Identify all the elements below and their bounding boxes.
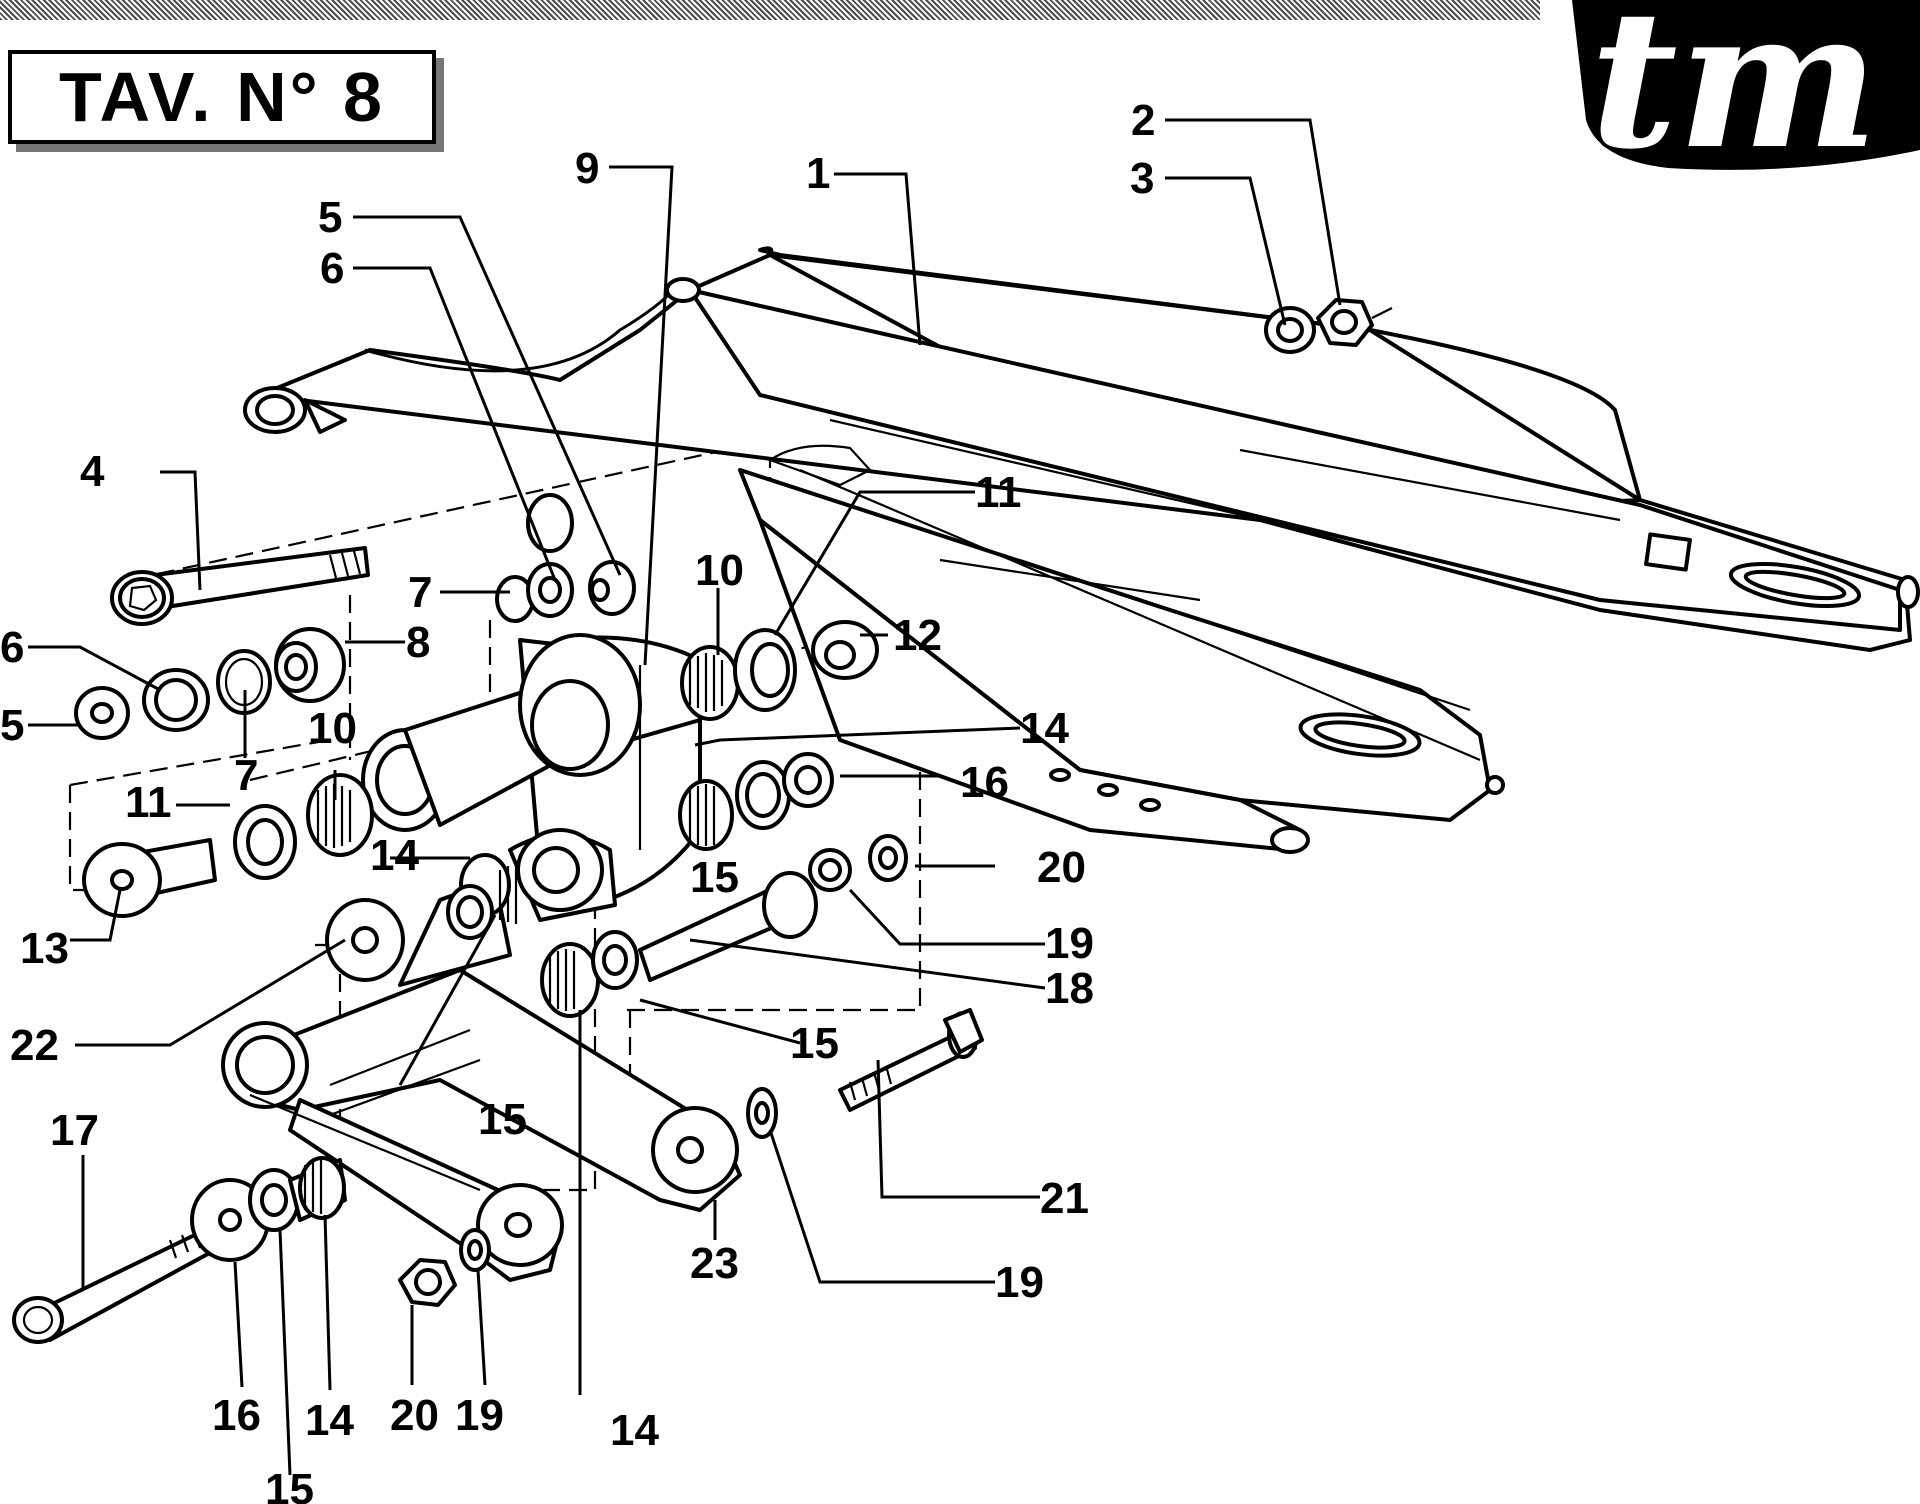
callout-16-lower: 16 <box>212 1391 261 1440</box>
rocker-right-bearings <box>678 620 879 851</box>
callout-6-upper: 6 <box>320 244 344 293</box>
pivot-bolt-part-4 <box>110 546 370 626</box>
callout-12: 12 <box>893 611 942 660</box>
callout-7-left: 7 <box>234 751 258 800</box>
callout-numbers: 1 2 3 4 5 5 6 6 7 7 8 9 10 10 11 11 12 1… <box>0 96 1155 1504</box>
axle-nut-parts-2-3 <box>1264 298 1393 354</box>
rocker-left-bearings <box>82 773 374 918</box>
callout-5-left: 5 <box>0 701 24 750</box>
swingarm-part-1 <box>243 246 1920 854</box>
linkage-pivot-hardware <box>325 834 908 1018</box>
top-halftone-band <box>0 0 1540 20</box>
shock-bolt-part-21 <box>398 1008 984 1307</box>
callout-16-right: 16 <box>960 758 1009 807</box>
callout-13: 13 <box>20 924 69 973</box>
callout-14-lower: 14 <box>305 1396 354 1445</box>
callout-15-right: 15 <box>690 853 739 902</box>
callout-10-left: 10 <box>308 704 357 753</box>
callout-10-right: 10 <box>695 546 744 595</box>
callout-6-left: 6 <box>0 623 24 672</box>
callout-17: 17 <box>50 1106 99 1155</box>
callout-15-center: 15 <box>478 1095 527 1144</box>
callout-20-bottom: 20 <box>390 1391 439 1440</box>
callout-4: 4 <box>80 447 105 496</box>
plate-title: TAV. N° 8 <box>58 58 385 136</box>
callout-14-right: 14 <box>1020 704 1069 753</box>
linkage-arm-part-23 <box>221 968 742 1282</box>
callout-8: 8 <box>406 618 430 667</box>
callout-18: 18 <box>1045 964 1094 1013</box>
callout-15-bottom: 15 <box>265 1465 314 1504</box>
callout-5-upper: 5 <box>318 193 342 242</box>
callout-11-left: 11 <box>125 778 172 827</box>
callout-20-right: 20 <box>1037 843 1086 892</box>
callout-22: 22 <box>10 1021 59 1070</box>
linkage-bolt-part-17 <box>12 1156 347 1344</box>
callout-15-middle: 15 <box>790 1019 839 1068</box>
tm-logo-text: tm <box>1590 0 1879 191</box>
callout-21: 21 <box>1040 1174 1089 1223</box>
callout-14-bottom: 14 <box>610 1406 659 1455</box>
callout-3: 3 <box>1130 154 1154 203</box>
callout-14-middle: 14 <box>370 831 419 880</box>
leader-lines <box>28 118 1342 1476</box>
callout-11-right: 11 <box>975 468 1022 517</box>
callout-19-lower: 19 <box>995 1258 1044 1307</box>
callout-19-bottom: 19 <box>455 1391 504 1440</box>
rocker-part-9 <box>361 633 702 922</box>
tm-logo: tm <box>1572 0 1920 195</box>
left-pivot-hardware <box>74 560 636 740</box>
callout-19-right: 19 <box>1045 919 1094 968</box>
callout-2: 2 <box>1131 96 1155 145</box>
plate-title-box: TAV. N° 8 <box>8 50 436 144</box>
callout-1: 1 <box>806 149 830 198</box>
callout-7-upper: 7 <box>408 568 432 617</box>
callout-9: 9 <box>575 144 599 193</box>
callout-23: 23 <box>690 1239 739 1288</box>
